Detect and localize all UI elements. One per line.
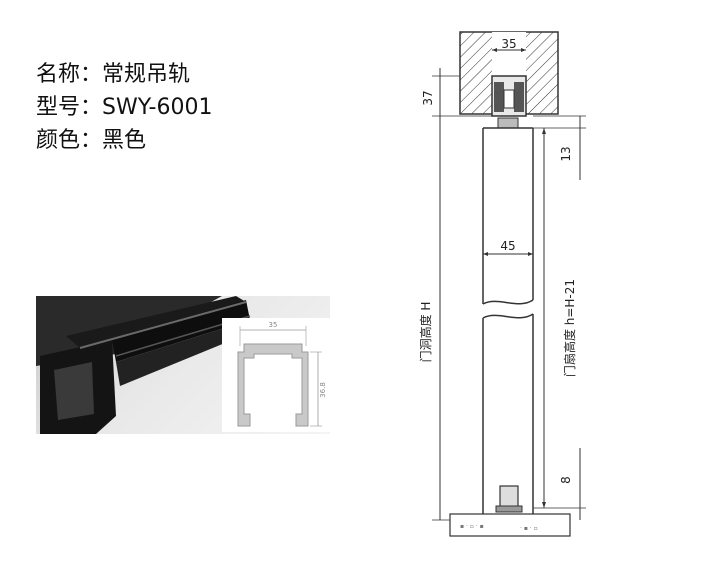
profile-section: 35 36.8 — [237, 321, 327, 427]
opening-height-label: 门洞高度 H — [418, 302, 433, 363]
door-panel — [482, 127, 534, 514]
track-width-label: 35 — [501, 37, 516, 51]
profile-section-card: 35 36.8 — [222, 318, 330, 432]
profile-width-label: 35 — [269, 321, 278, 329]
floor-slab: ▪ · ▫ · ▪ · ▪ · ▫ — [449, 513, 571, 537]
door-height-label: 门扇高度 h=H-21 — [562, 279, 577, 377]
bottom-guide — [495, 485, 523, 513]
bottom-gap-label: 8 — [559, 476, 573, 484]
profile-height-label: 36.8 — [319, 382, 327, 398]
door-thickness-label: 45 — [500, 239, 515, 253]
spec-model: 型号：SWY-6001 — [36, 95, 213, 120]
spec-color: 颜色：黑色 — [36, 128, 147, 153]
svg-text:▪ · ▫ · ▪: ▪ · ▫ · ▪ — [460, 523, 484, 530]
top-gap-label: 13 — [559, 146, 573, 161]
spec-name: 名称：常规吊轨 — [36, 62, 191, 87]
track-profile — [491, 75, 527, 129]
svg-text:· ▪ · ▫: · ▪ · ▫ — [520, 525, 538, 532]
installation-drawing: 35 37 45 13 门洞高度 H 门扇高度 h=H-21 8 — [418, 31, 586, 537]
spec-list: 名称：常规吊轨 型号：SWY-6001 颜色：黑色 — [36, 58, 212, 157]
track-height-label: 37 — [421, 90, 435, 105]
